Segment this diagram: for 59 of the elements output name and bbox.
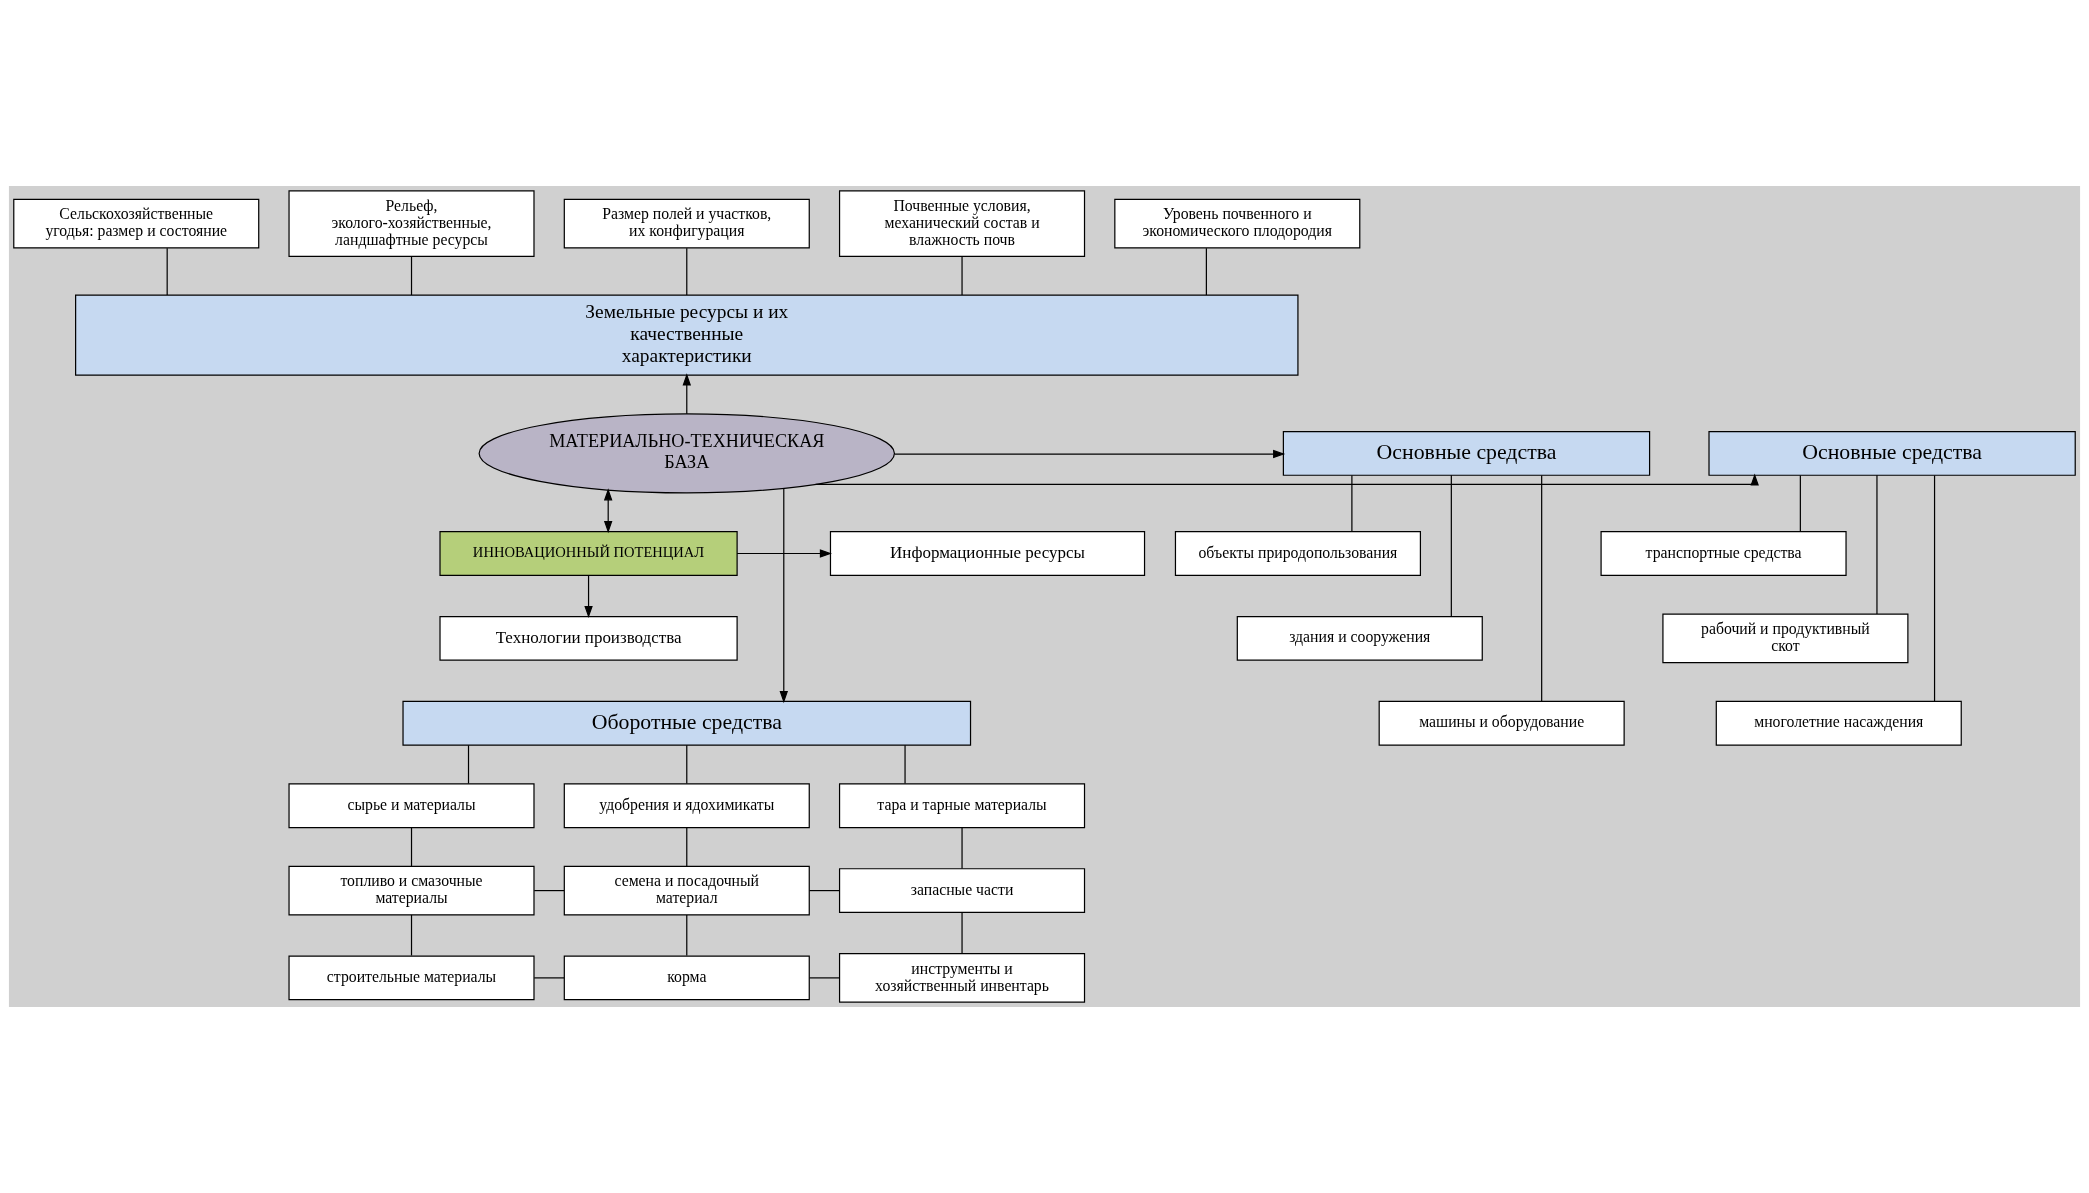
connector [1933,474,1936,702]
arrow [894,449,1286,459]
node-box: Технологии производства [439,615,738,661]
node-box: Сельскохозяйственные угодья: размер и состояние [13,198,260,249]
node-box: Информационные ресурсы [829,531,1146,576]
arrow [682,373,692,415]
node-box: транспортные средства [1600,531,1847,576]
node-box: топливо и смазочные материалы [288,865,535,916]
node-box: инструменты и хозяйственный инвентарь [838,953,1086,1003]
arrow [584,574,593,619]
node-box: Почвенные условия, механический состав и влажность почв [838,190,1086,257]
connector [410,914,413,957]
node-box: строительные материалы [288,955,535,1001]
node-box: удобрения и ядохимикаты [563,783,810,829]
connector [1541,474,1543,702]
connector [1799,475,1801,532]
connector [1876,474,1878,615]
node-box: рабочий и продуктивный скот [1662,613,1909,664]
connector [686,744,688,785]
connector [961,912,963,954]
node-box: запасные части [838,868,1086,914]
connector [808,977,840,979]
node-box: семена и посадочный материал [563,865,810,916]
connector [904,744,906,785]
node-box: здания и сооружения [1236,615,1483,661]
node-box: Основные средства [1708,430,2076,476]
connector [410,826,413,867]
connector [467,744,470,785]
node-box: Основные средства [1282,430,1651,476]
connector [1351,475,1353,532]
connector [533,890,565,892]
node-box: многолетние насаждения [1715,700,1962,746]
node-box: Уровень почвенного и экономического плодородия [1114,198,1361,249]
node-box: Рельеф, эколого-хозяйственные, ландшафтные ресурсы [288,190,535,257]
node-box: ИННОВАЦИОННЫЙ ПОТЕНЦИАЛ [439,531,738,576]
node-box: Оборотные средства [402,700,972,746]
connector [686,826,688,867]
node-box: машины и оборудование [1378,700,1625,746]
arrow [779,488,789,704]
node-box: объекты природопользования [1174,531,1421,576]
node-ellipse: МАТЕРИАЛЬНО-ТЕХНИЧЕСКАЯ БАЗА [478,413,896,494]
connector [961,826,963,870]
connector [808,890,840,892]
node-box: корма [563,955,810,1001]
connector [1450,474,1452,618]
connector [961,255,963,296]
node-box: тара и тарные материалы [838,783,1086,829]
connector [166,247,168,296]
node-box: Размер полей и участков, их конфигурация [563,198,810,249]
connector [533,977,565,979]
node-box: сырье и материалы [288,783,535,829]
arrow [736,549,832,558]
connector [1205,247,1207,296]
connector [686,247,688,296]
connector [410,255,413,296]
connector [686,914,688,957]
arrow [603,488,613,534]
arrow [815,473,1759,486]
node-box: Земельные ресурсы и их качественные характеристики [75,294,1299,376]
